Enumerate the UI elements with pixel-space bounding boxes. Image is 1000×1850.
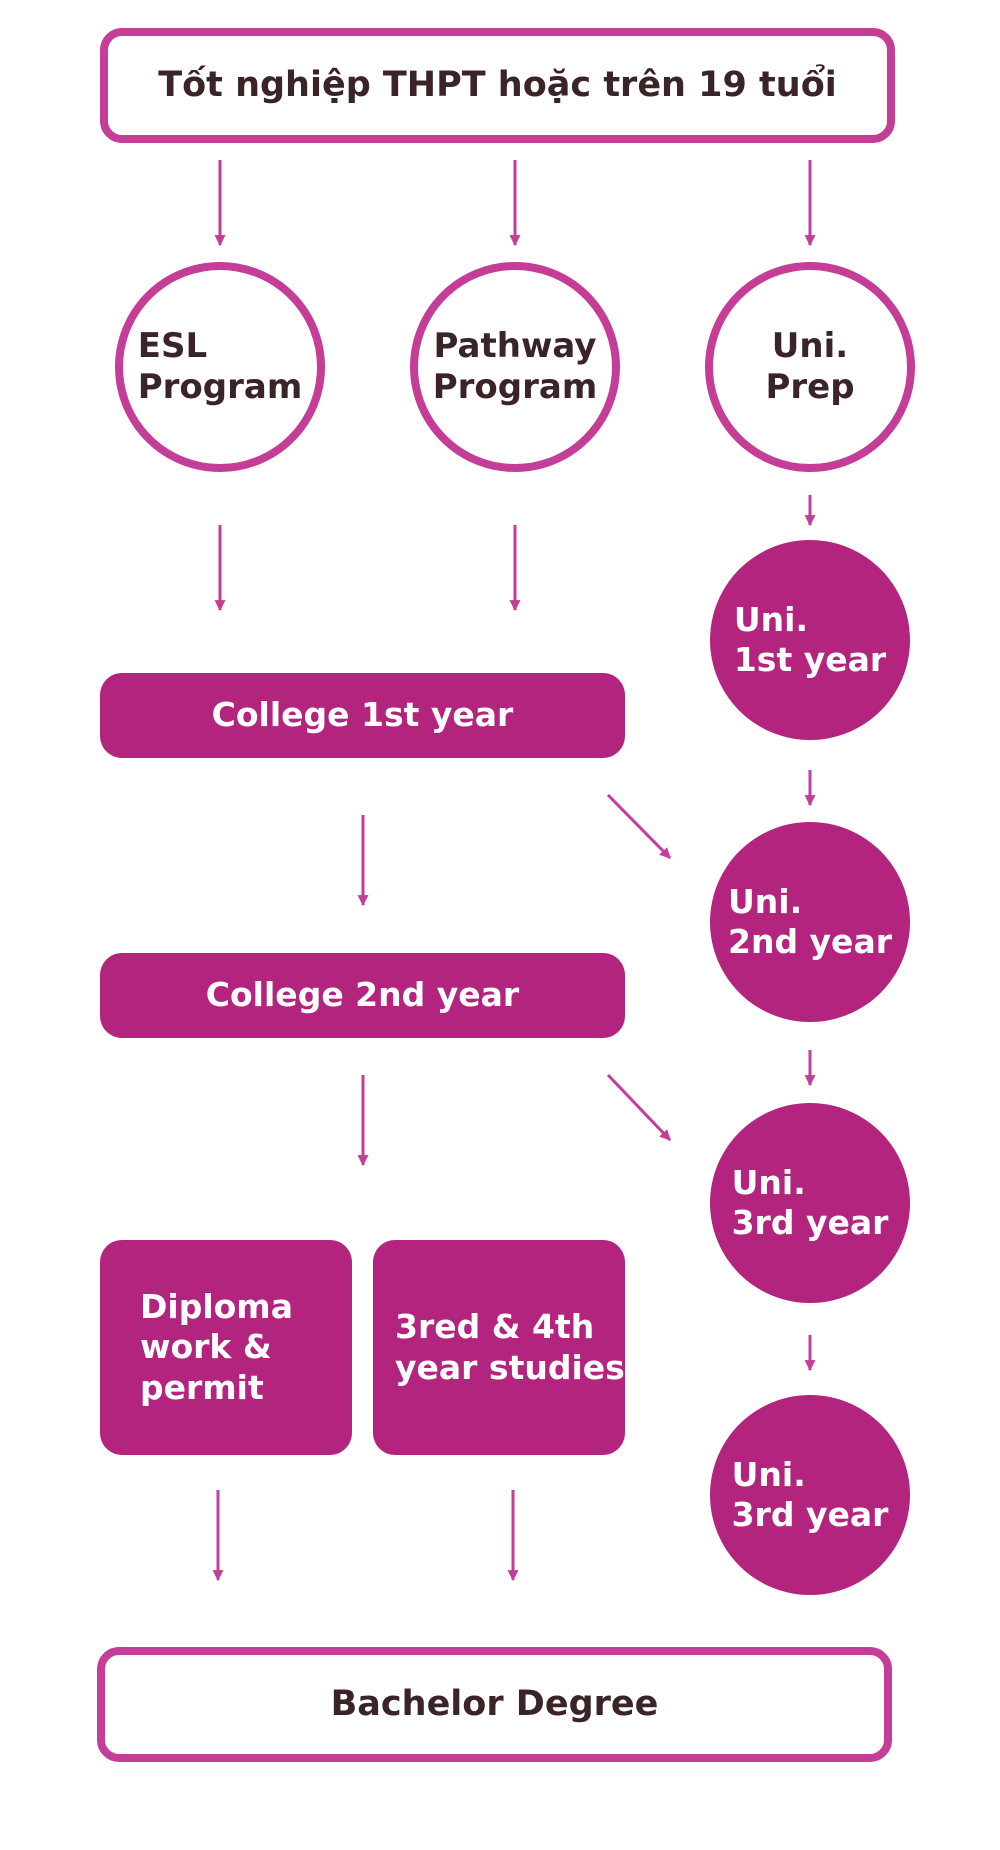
uni-1st-year-circle: Uni. 1st year [710, 540, 910, 740]
arrow-college2-to-uni3a [606, 1073, 672, 1142]
bachelor-degree-box: Bachelor Degree [97, 1647, 892, 1762]
top-box: Tốt nghiệp THPT hoặc trên 19 tuổi [100, 28, 895, 143]
arrow-college1-to-uni2 [606, 793, 672, 860]
esl-program-circle: ESL Program [115, 262, 325, 472]
pathway-program-circle: Pathway Program [410, 262, 620, 472]
bachelor-degree-label: Bachelor Degree [330, 1684, 659, 1725]
year-studies-box: 3red & 4th year studies [373, 1240, 625, 1455]
pathway-program-label: Pathway Program [432, 325, 598, 407]
uni-1st-year-label: Uni. 1st year [733, 599, 887, 679]
college-1st-year-box: College 1st year [100, 673, 625, 758]
uni-2nd-year-label: Uni. 2nd year [727, 881, 892, 961]
diploma-work-permit-label: Diploma work & permit [140, 1287, 293, 1407]
uni-3rd-year-label-a: Uni. 3rd year [731, 1162, 889, 1242]
uni-prep-circle: Uni. Prep [705, 262, 915, 472]
uni-3rd-year-label-b: Uni. 3rd year [731, 1454, 889, 1534]
uni-3rd-year-circle-b: Uni. 3rd year [710, 1395, 910, 1595]
college-2nd-year-label: College 2nd year [205, 975, 520, 1015]
uni-2nd-year-circle: Uni. 2nd year [710, 822, 910, 1022]
uni-prep-label: Uni. Prep [765, 325, 855, 407]
college-1st-year-label: College 1st year [211, 695, 514, 735]
college-2nd-year-box: College 2nd year [100, 953, 625, 1038]
diploma-work-permit-box: Diploma work & permit [100, 1240, 352, 1455]
top-box-label: Tốt nghiệp THPT hoặc trên 19 tuổi [158, 65, 837, 106]
year-studies-label: 3red & 4th year studies [395, 1307, 625, 1387]
esl-program-label: ESL Program [137, 325, 303, 407]
uni-3rd-year-circle-a: Uni. 3rd year [710, 1103, 910, 1303]
